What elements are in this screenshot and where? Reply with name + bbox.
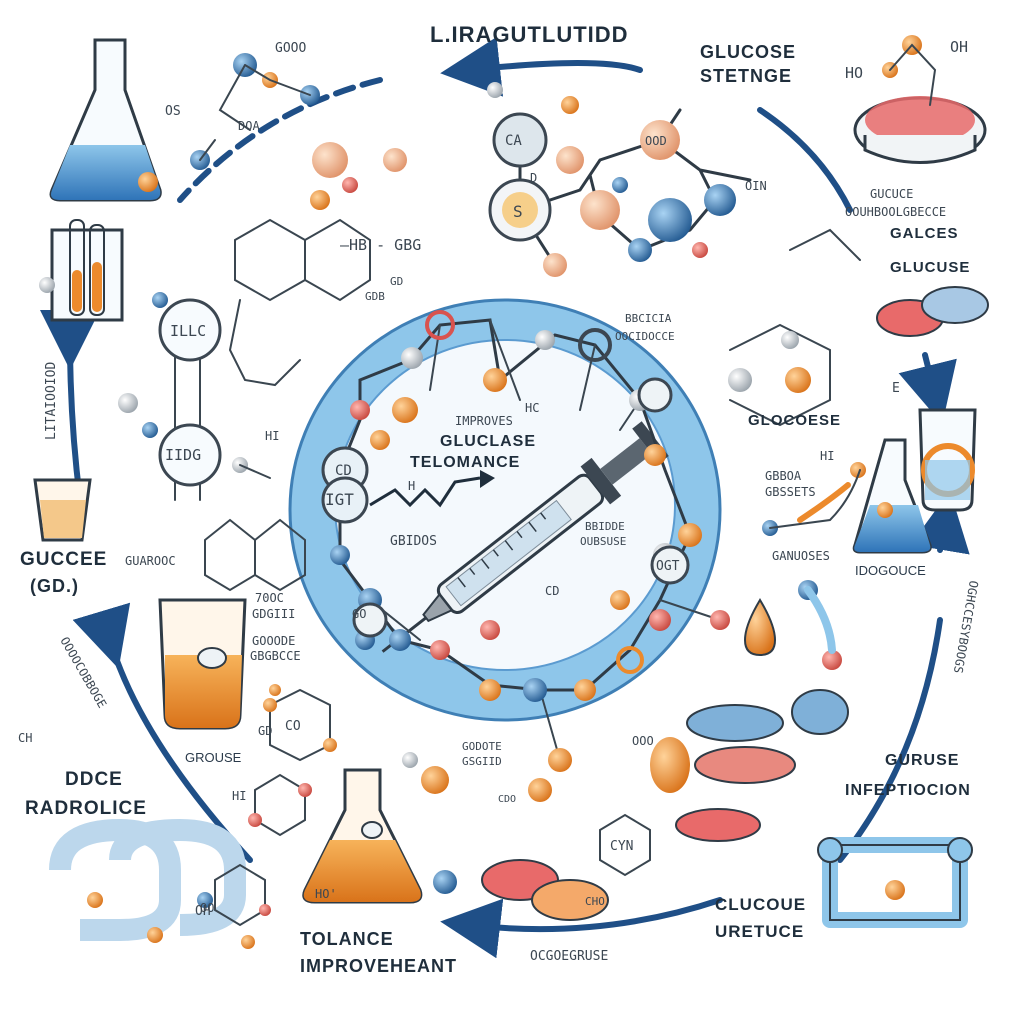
bottom-flask-icon [302, 768, 423, 904]
label-hc: HC [525, 401, 539, 415]
droplet-icon [743, 598, 777, 657]
right-flask-icon [852, 438, 932, 554]
label-h: H [408, 479, 415, 493]
atom-label-oh: OH [195, 904, 211, 919]
label-ooub: OOUHBOOLGBECCE [845, 205, 946, 219]
label-gbssets: GBSSETS [765, 485, 816, 499]
label-godote: GODOTE [462, 740, 502, 753]
label-glucose: GLUCOSE [700, 42, 796, 62]
test-tube-rack-icon [39, 219, 124, 322]
atom-label-ood: OOD [645, 134, 667, 148]
label-cho: CHO [585, 895, 605, 908]
atom-label-cd: CD [335, 463, 352, 479]
label-left-vertical: LITAIOOIOD [44, 362, 59, 440]
label-gbgbcce: GBGBCCE [250, 649, 301, 663]
label-guruse: GURUSE [885, 752, 959, 769]
label-ch: CH [18, 731, 32, 745]
label-hb-gbg: –HB - GBG [340, 236, 421, 254]
atom-label-llc: ILLC [170, 322, 206, 340]
label-gdgiii: GDGIII [252, 607, 295, 621]
zigzag-arrow [369, 470, 495, 508]
label-stetnge: STETNGE [700, 66, 792, 86]
label-bbidde: BBIDDE [585, 520, 625, 533]
label-grouse: GROUSE [185, 750, 242, 765]
label-gd-small: GD [390, 275, 403, 288]
label-improveheant: IMPROVEHEANT [300, 956, 457, 976]
label-d: D [530, 171, 537, 185]
label-gdb: GDB [365, 290, 385, 303]
right-beaker-icon [918, 408, 977, 512]
label-galces: GALCES [890, 225, 959, 242]
bottom-right-frame [817, 837, 973, 928]
bottom-molecule-structures [214, 228, 866, 949]
label-left-vertical-2: OOOOCOBBOGE [57, 635, 109, 711]
left-molecule-structures [118, 218, 371, 592]
atom-label-s: S [513, 202, 523, 221]
label-70oc: 70OC [255, 591, 284, 605]
label-ddce: DDCE [65, 769, 123, 790]
label-doa: DOA [238, 119, 260, 133]
label-guarooc: GUAROOC [125, 554, 176, 568]
label-hi-2: HI [232, 789, 246, 803]
label-idogouce: IDOGOUCE [855, 563, 926, 578]
atom-label-go: GO [352, 607, 366, 621]
label-gooode: GOOODE [252, 634, 295, 648]
label-guccee: GUCCEE [20, 549, 107, 570]
label-e: E [892, 381, 900, 396]
label-gooo: GOOO [275, 41, 306, 56]
label-gucuce: GUCUCE [870, 187, 913, 201]
diagram-title: L.IRAGUTLUTIDD [430, 22, 629, 47]
label-bottom-arrow: OCGOEGRUSE [530, 949, 608, 964]
label-gbidos: GBIDOS [390, 534, 437, 549]
label-tolance: TOLANCE [300, 929, 394, 949]
label-hi: HI [265, 429, 279, 443]
label-cd: CD [545, 584, 559, 598]
label-oo: OO [200, 901, 214, 915]
label-gd: (GD.) [30, 576, 79, 596]
label-oocidocce: OOCIDOCCE [615, 330, 675, 343]
label-bbcicia: BBCICIA [625, 312, 672, 325]
right-pills-icon [876, 286, 989, 337]
left-flask-icon [49, 38, 162, 202]
label-radrolice: RADROLICE [25, 798, 147, 819]
atom-label-igt: IGT [325, 490, 354, 509]
atom-label-ad: CYN [610, 839, 633, 854]
label-glocoese: GLOCOESE [748, 412, 841, 429]
label-ho: HO [845, 64, 863, 82]
label-telomance: TELOMANCE [410, 454, 520, 471]
bottom-left-rings [49, 818, 246, 943]
top-molecule-cluster [190, 53, 752, 277]
label-gluclase: GLUCLASE [440, 433, 536, 450]
label-oin: OIN [745, 179, 767, 193]
label-oh: OH [950, 38, 968, 56]
cup-icon [33, 478, 92, 542]
label-ganuoses: GANUOSES [772, 549, 830, 563]
atom-label-cyn: OOO [632, 734, 654, 748]
label-right-vertical: OGHCCESYBOOGS [951, 579, 981, 674]
label-glucuse: GLUCUSE [890, 259, 970, 276]
orange-beaker-icon [158, 598, 247, 730]
central-ring [288, 298, 722, 722]
label-clucoue: CLUCOUE [715, 895, 806, 914]
atom-label-idg: IIDG [165, 446, 201, 464]
label-gd-mid: GD [258, 724, 272, 738]
atom-label-ca: CA [505, 133, 522, 149]
petri-dish-icon [853, 35, 987, 164]
label-gbboa: GBBOA [765, 469, 802, 483]
atom-label-ogt: OGT [656, 559, 680, 574]
label-hi-3: HI [820, 449, 834, 463]
label-oubsuse: OUBSUSE [580, 535, 626, 548]
label-infeptiocion: INFEPTIOCION [845, 782, 971, 799]
label-ho-right: HO' [315, 887, 337, 901]
label-improves: IMPROVES [455, 414, 513, 428]
atom-label-os: OS [165, 104, 181, 119]
ring-molecule-chain [321, 310, 730, 772]
label-cdo: CDO [498, 794, 516, 805]
label-uretuce: URETUCE [715, 922, 804, 941]
tablets-icon [433, 689, 849, 921]
atom-label-co: CO [285, 719, 301, 734]
label-gsgiid: GSGIID [462, 755, 502, 768]
